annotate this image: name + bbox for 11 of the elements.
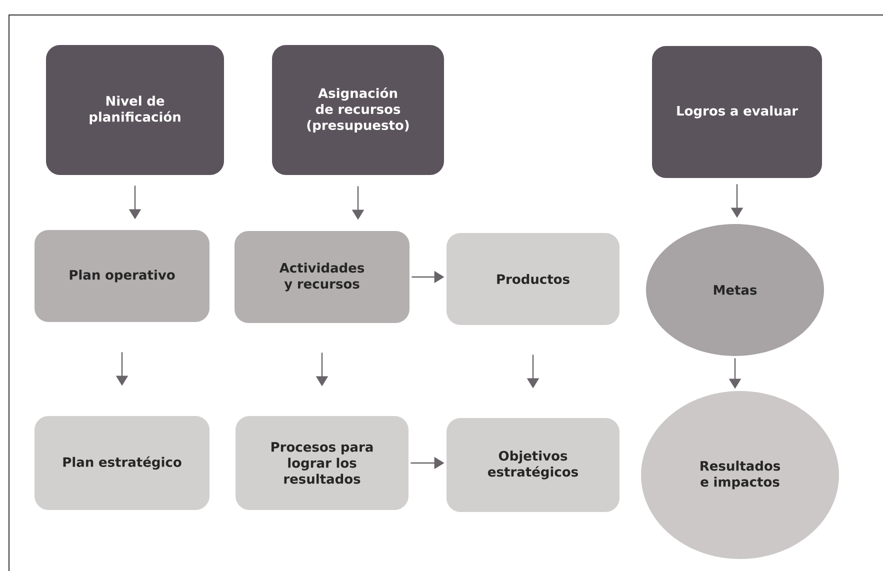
process-box: Actividades y recursos [234, 231, 410, 323]
ellipse-node: Resultados e impactos [641, 391, 839, 559]
process-box: Plan operativo [34, 230, 210, 322]
header-box: Asignación de recursos (presupuesto) [272, 45, 444, 175]
process-box: Productos [446, 233, 620, 325]
ellipse-node: Metas [646, 224, 824, 356]
process-box: Plan estratégico [34, 416, 210, 510]
header-box: Logros a evaluar [652, 46, 822, 178]
header-box: Nivel de planificación [46, 45, 224, 175]
process-box: Procesos para lograr los resultados [236, 416, 408, 510]
process-box: Objetivos estratégicos [446, 418, 620, 512]
